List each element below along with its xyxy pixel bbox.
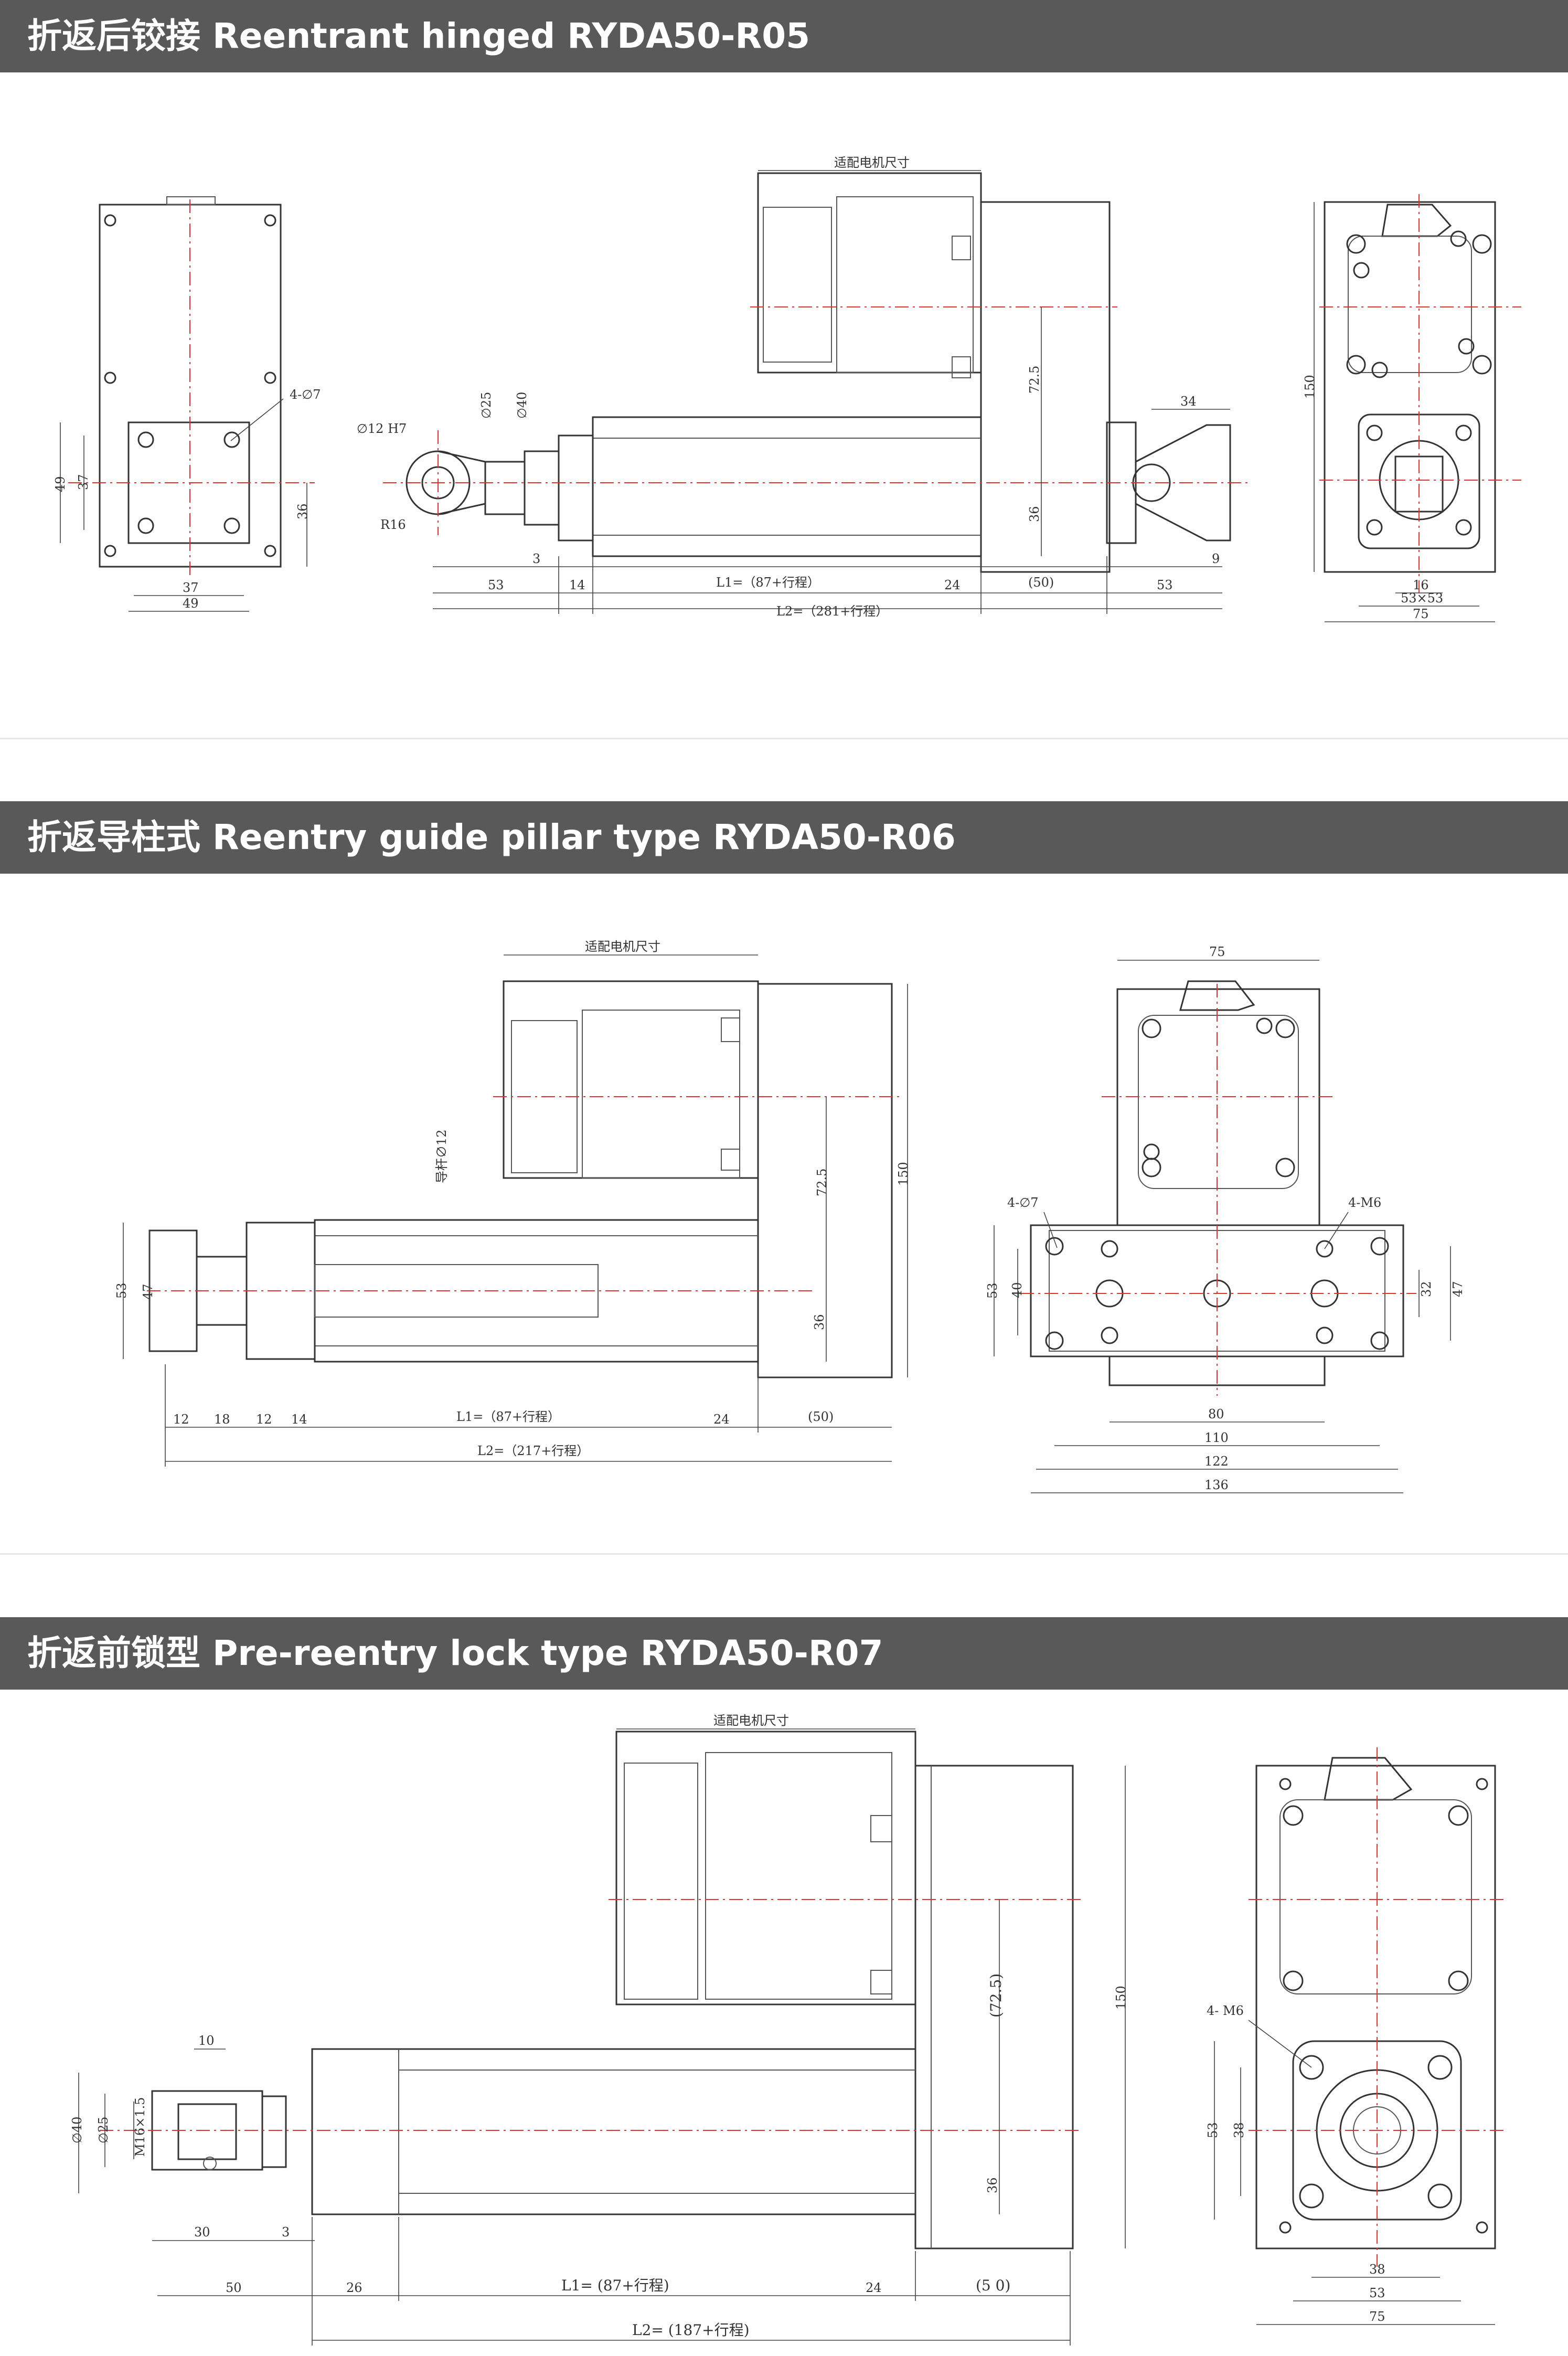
section-header-r06: 折返导柱式 Reentry guide pillar type RYDA50-R… bbox=[0, 801, 1568, 874]
section-title: 折返后铰接 Reentrant hinged RYDA50-R05 bbox=[27, 16, 810, 56]
svg-text:36: 36 bbox=[985, 2177, 1000, 2193]
svg-text:72.5: 72.5 bbox=[815, 1169, 829, 1196]
svg-text:80: 80 bbox=[1208, 1407, 1224, 1421]
svg-text:14: 14 bbox=[569, 578, 585, 592]
svg-text:24: 24 bbox=[866, 2280, 882, 2295]
svg-text:122: 122 bbox=[1204, 1454, 1229, 1469]
svg-text:36: 36 bbox=[1027, 506, 1042, 522]
svg-text:(50): (50) bbox=[1028, 575, 1054, 590]
svg-text:26: 26 bbox=[346, 2280, 362, 2295]
section-divider bbox=[0, 738, 1568, 739]
svg-text:53: 53 bbox=[1206, 2122, 1220, 2138]
svg-text:150: 150 bbox=[1303, 375, 1317, 399]
svg-text:导杆∅12: 导杆∅12 bbox=[434, 1129, 449, 1183]
svg-text:40: 40 bbox=[1010, 1282, 1025, 1298]
r05-end-view: 150 16 53×53 75 bbox=[1303, 194, 1521, 622]
r06-side-view: 适配电机尺寸 导杆∅12 72.5 36 150 53 47 12 18 12 … bbox=[114, 939, 911, 1467]
svg-text:∅40: ∅40 bbox=[70, 2117, 84, 2143]
svg-text:150: 150 bbox=[1114, 1986, 1128, 2010]
svg-text:4-∅7: 4-∅7 bbox=[1007, 1195, 1039, 1210]
svg-text:12: 12 bbox=[173, 1412, 189, 1427]
svg-text:18: 18 bbox=[214, 1412, 230, 1427]
svg-text:30: 30 bbox=[194, 2225, 210, 2240]
svg-text:L2= (187+行程): L2= (187+行程) bbox=[632, 2321, 750, 2339]
svg-text:9: 9 bbox=[1212, 551, 1220, 566]
svg-text:∅25: ∅25 bbox=[96, 2117, 111, 2143]
svg-text:L1=（87+行程）: L1=（87+行程） bbox=[456, 1409, 560, 1424]
svg-text:49: 49 bbox=[183, 596, 199, 611]
svg-text:36: 36 bbox=[812, 1314, 827, 1330]
svg-text:36: 36 bbox=[295, 503, 310, 519]
svg-text:M16×1.5: M16×1.5 bbox=[133, 2097, 147, 2157]
svg-text:75: 75 bbox=[1369, 2309, 1385, 2324]
drawing-r06: 适配电机尺寸 导杆∅12 72.5 36 150 53 47 12 18 12 … bbox=[114, 939, 1465, 1493]
section-title: 折返导柱式 Reentry guide pillar type RYDA50-R… bbox=[27, 817, 956, 857]
svg-text:53: 53 bbox=[114, 1282, 129, 1299]
section-divider bbox=[0, 1553, 1568, 1555]
svg-text:53: 53 bbox=[1157, 578, 1173, 592]
svg-text:适配电机尺寸: 适配电机尺寸 bbox=[713, 1713, 789, 1728]
svg-text:10: 10 bbox=[198, 2033, 215, 2048]
svg-text:49: 49 bbox=[53, 476, 68, 492]
svg-text:14: 14 bbox=[291, 1412, 307, 1427]
svg-text:24: 24 bbox=[713, 1412, 730, 1427]
svg-text:47: 47 bbox=[141, 1283, 155, 1300]
svg-text:16: 16 bbox=[1413, 578, 1429, 592]
svg-text:72.5: 72.5 bbox=[1027, 366, 1042, 394]
svg-text:32: 32 bbox=[1419, 1281, 1434, 1297]
svg-text:L1=（87+行程）: L1=（87+行程） bbox=[716, 575, 820, 590]
svg-text:∅12 H7: ∅12 H7 bbox=[357, 421, 407, 436]
svg-text:53×53: 53×53 bbox=[1401, 591, 1443, 606]
svg-text:75: 75 bbox=[1209, 944, 1225, 959]
svg-text:47: 47 bbox=[1450, 1281, 1465, 1297]
svg-text:L2=（217+行程）: L2=（217+行程） bbox=[477, 1444, 589, 1458]
svg-text:R16: R16 bbox=[380, 517, 406, 532]
svg-text:(50): (50) bbox=[808, 1409, 834, 1424]
drawing-r05: 4-∅7 49 37 36 37 49 适配电机尺寸 bbox=[53, 155, 1521, 622]
svg-text:3: 3 bbox=[532, 551, 540, 566]
svg-text:∅25: ∅25 bbox=[479, 392, 494, 419]
svg-text:(5 0): (5 0) bbox=[976, 2277, 1010, 2294]
svg-text:53: 53 bbox=[1369, 2286, 1385, 2300]
svg-text:L1= (87+行程): L1= (87+行程) bbox=[561, 2277, 669, 2294]
r05-side-view: 适配电机尺寸 ∅12 H7 ∅25 ∅40 R16 34 72.5 36 3 5… bbox=[357, 155, 1249, 619]
svg-text:38: 38 bbox=[1232, 2122, 1246, 2138]
svg-text:34: 34 bbox=[1180, 394, 1197, 409]
svg-text:适配电机尺寸: 适配电机尺寸 bbox=[834, 155, 910, 170]
svg-text:75: 75 bbox=[1413, 607, 1429, 621]
section-header-r05: 折返后铰接 Reentrant hinged RYDA50-R05 bbox=[0, 0, 1568, 72]
svg-text:4- M6: 4- M6 bbox=[1207, 2003, 1244, 2018]
r07-end-view: 4- M6 53 38 38 53 75 bbox=[1206, 1747, 1506, 2325]
svg-text:12: 12 bbox=[256, 1412, 272, 1427]
svg-text:3: 3 bbox=[282, 2225, 290, 2240]
svg-text:38: 38 bbox=[1369, 2262, 1385, 2277]
svg-text:4-∅7: 4-∅7 bbox=[290, 387, 321, 402]
svg-text:53: 53 bbox=[985, 1282, 1000, 1299]
section-title: 折返前锁型 Pre-reentry lock type RYDA50-R07 bbox=[27, 1633, 883, 1673]
svg-text:L2=（281+行程）: L2=（281+行程） bbox=[776, 604, 888, 619]
svg-text:150: 150 bbox=[896, 1162, 911, 1186]
svg-text:110: 110 bbox=[1204, 1430, 1229, 1445]
svg-text:37: 37 bbox=[183, 580, 199, 595]
svg-text:适配电机尺寸: 适配电机尺寸 bbox=[585, 939, 660, 954]
svg-text:37: 37 bbox=[76, 474, 91, 490]
svg-text:∅40: ∅40 bbox=[515, 392, 529, 419]
r07-side-view: 适配电机尺寸 10 ∅40 ∅25 M16×1.5 30 3 (72.5) 36… bbox=[70, 1713, 1128, 2346]
svg-text:24: 24 bbox=[944, 578, 961, 592]
svg-text:(72.5): (72.5) bbox=[987, 1973, 1005, 2018]
svg-text:4-M6: 4-M6 bbox=[1348, 1195, 1381, 1210]
svg-text:136: 136 bbox=[1204, 1478, 1229, 1492]
drawing-r07: 适配电机尺寸 10 ∅40 ∅25 M16×1.5 30 3 (72.5) 36… bbox=[70, 1713, 1506, 2346]
svg-text:50: 50 bbox=[226, 2280, 242, 2295]
svg-text:53: 53 bbox=[488, 578, 504, 592]
r06-end-view: 75 4-∅7 4-M6 53 40 32 47 80 110 122 136 bbox=[985, 944, 1465, 1493]
r05-left-view: 4-∅7 49 37 36 37 49 bbox=[53, 196, 321, 612]
section-header-r07: 折返前锁型 Pre-reentry lock type RYDA50-R07 bbox=[0, 1617, 1568, 1690]
